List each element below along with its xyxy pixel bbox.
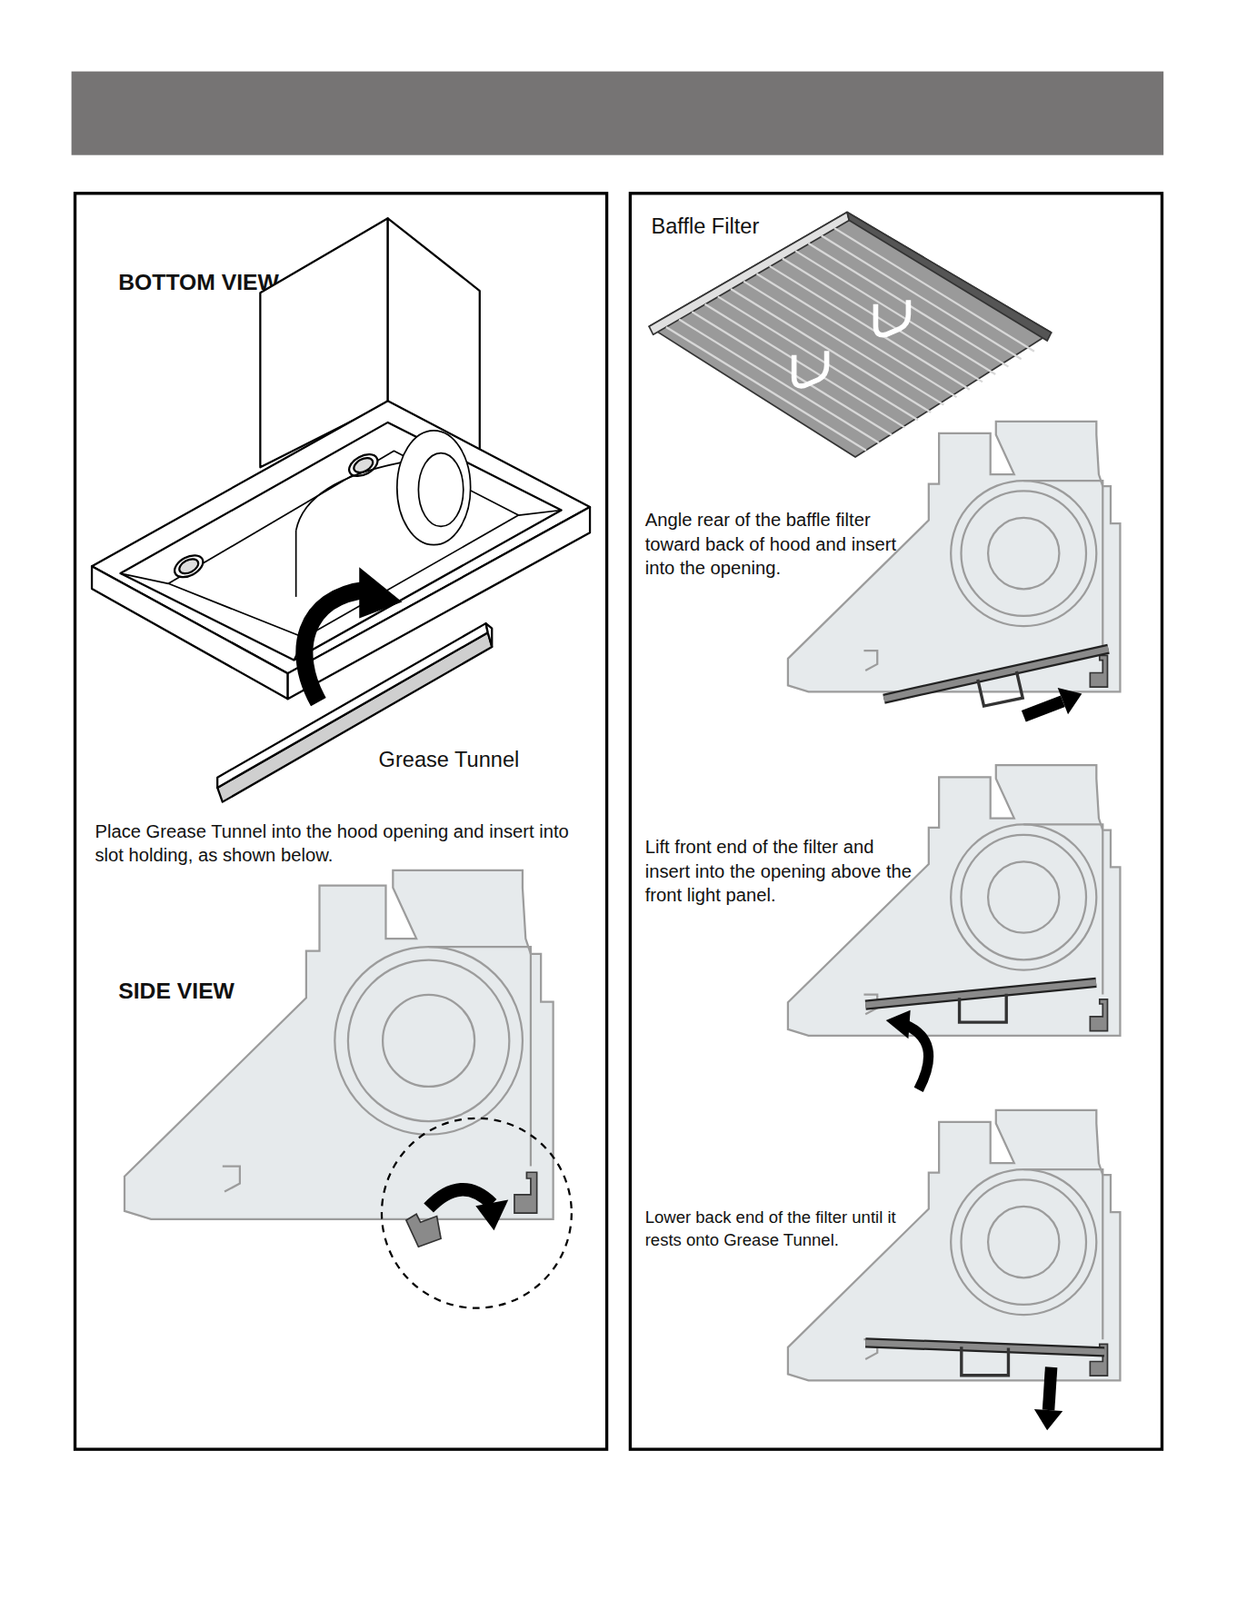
header-band: [71, 71, 1165, 156]
instruction-text: Baffle Filter: [650, 213, 856, 240]
instruction-text: Grease Tunnel: [379, 747, 584, 774]
instruction-text: Lower back end of the filter until it re…: [645, 1206, 913, 1251]
view-heading: SIDE VIEW: [118, 978, 323, 1006]
instruction-panel: Baffle FilterAngle rear of the baffle fi…: [628, 191, 1164, 1452]
instruction-text: Lift front end of the filter and insert …: [645, 836, 913, 908]
instruction-text: Angle rear of the baffle filter toward b…: [645, 508, 913, 581]
view-heading: BOTTOM VIEW: [118, 268, 282, 297]
instruction-text: Place Grease Tunnel into the hood openin…: [94, 820, 589, 868]
instruction-panel: BOTTOM VIEW Grease TunnelPlace Grease Tun…: [73, 191, 609, 1452]
